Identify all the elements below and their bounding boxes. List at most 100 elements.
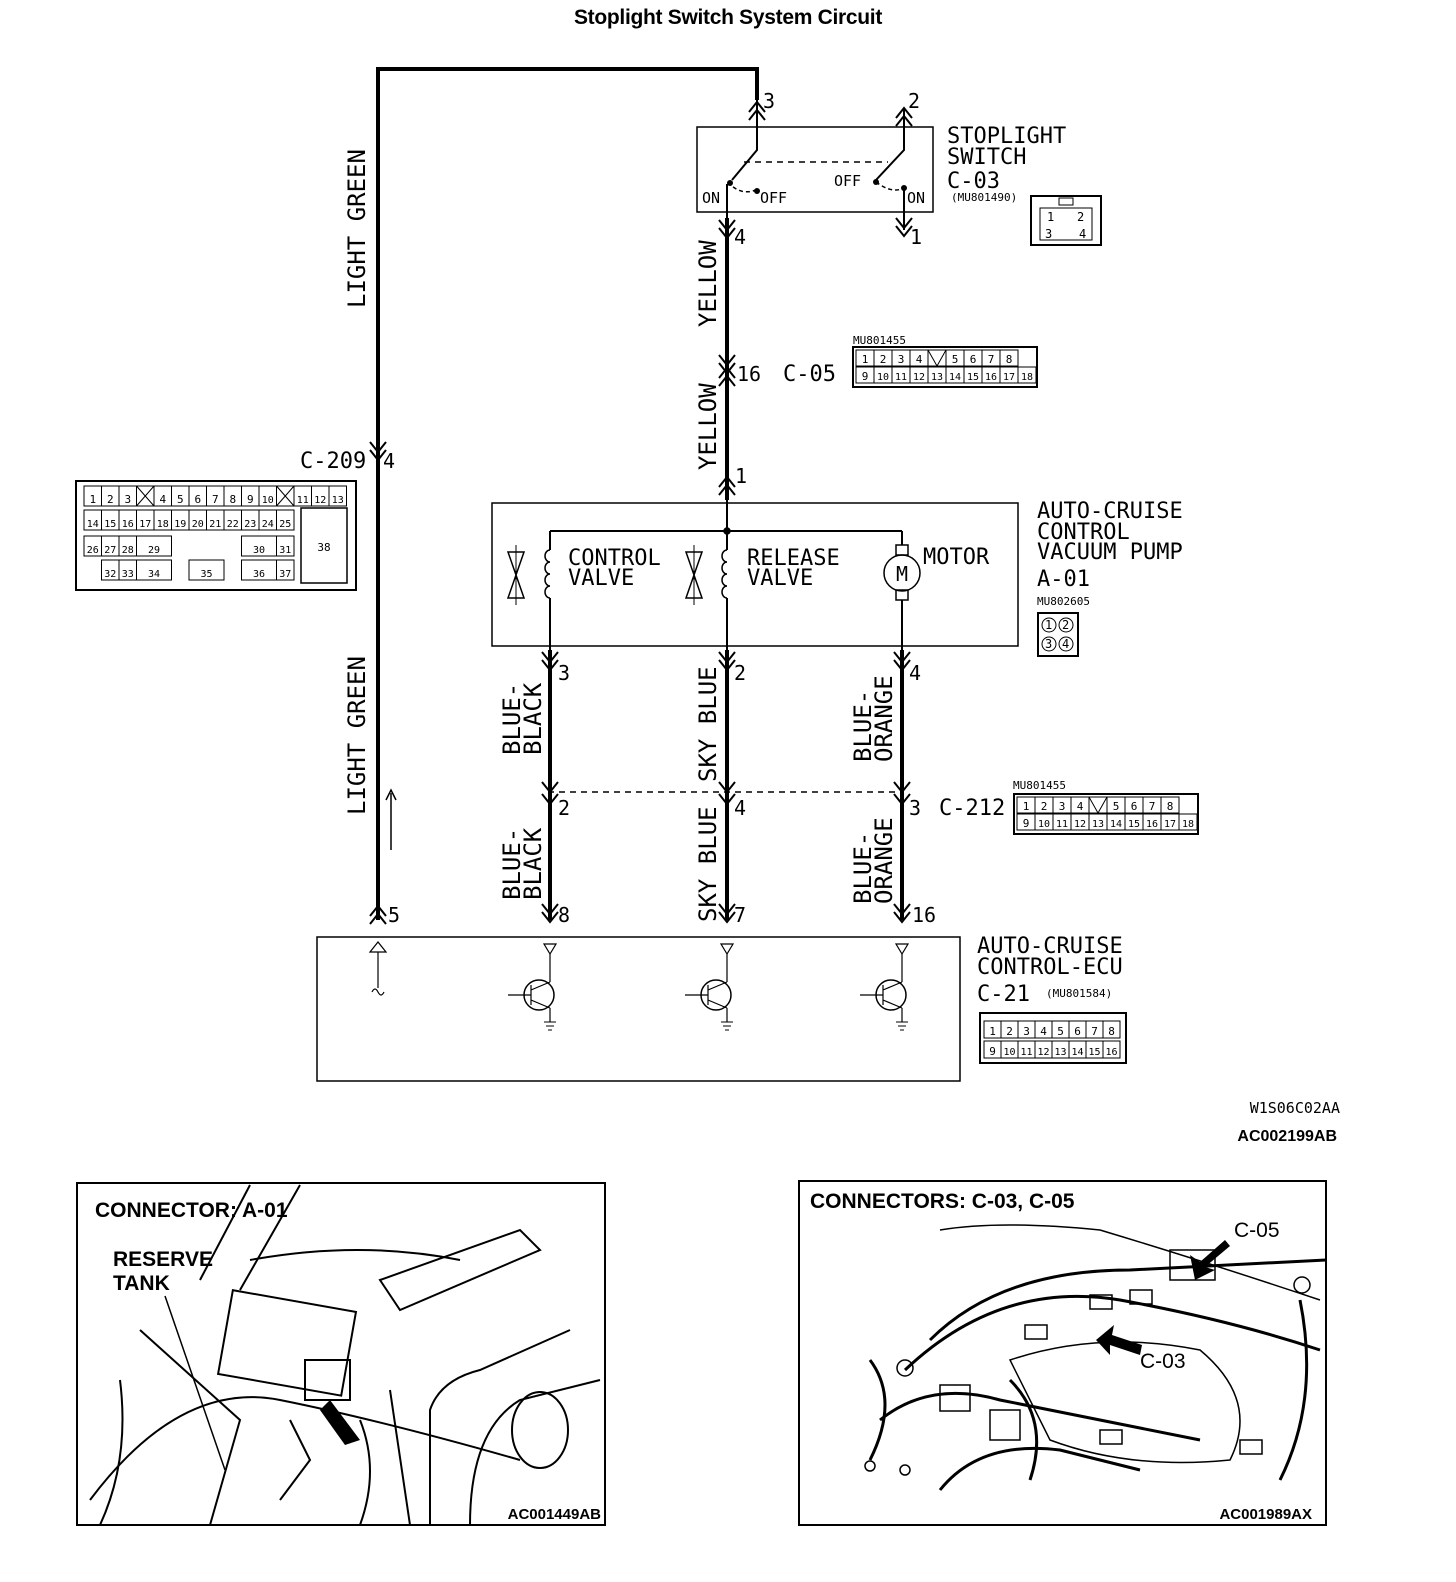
switch-on-left: ON — [702, 189, 720, 207]
c209-id: C-209 — [300, 449, 366, 474]
connector-pin-label: 14 — [1071, 1047, 1083, 1058]
connector-pin-label: 9 — [989, 1045, 996, 1058]
connector-pin-label: 32 — [104, 569, 116, 580]
svg-text:4: 4 — [1062, 637, 1069, 651]
connector-pin-label: 12 — [1037, 1047, 1049, 1058]
switch-pin-3: 3 — [763, 89, 775, 113]
pump-pin-4: 4 — [909, 661, 921, 685]
connector-pin-label: 28 — [122, 545, 134, 556]
connector-pin-label: 4 — [159, 493, 166, 506]
connector-pin-label: 11 — [895, 372, 907, 383]
connector-pin-label: 18 — [157, 519, 169, 530]
ecu-pin-16: 16 — [912, 903, 936, 927]
connector-pin-label: 8 — [1006, 353, 1013, 366]
photo-panel-a01: CONNECTOR: A-01 RESERVE TANK AC001449AB — [76, 1182, 606, 1526]
connector-pin-label: 12 — [1074, 819, 1086, 830]
connector-pin-label: 15 — [967, 372, 979, 383]
connector-pin-label: 19 — [174, 519, 186, 530]
connector-pin-label: 8 — [1108, 1025, 1115, 1038]
connector-pin-label: 10 — [1038, 819, 1050, 830]
switch-id: C-03 — [947, 169, 1000, 194]
connector-pin-label: 18 — [1021, 372, 1033, 383]
release-valve-label-1: RELEASE — [747, 546, 840, 571]
connector-pin-label: 24 — [262, 519, 274, 530]
diagram-code: W1S06C02AA — [1250, 1099, 1340, 1117]
connector-pin-label: 12 — [314, 495, 326, 506]
wire-light-green — [376, 67, 759, 920]
connector-pin-label: 9 — [247, 493, 254, 506]
photo-right-label-c05: C-05 — [1234, 1219, 1280, 1242]
connector-pin-label: 2 — [1041, 800, 1048, 813]
c05-pin: 16 — [737, 362, 761, 386]
connector-pin-label: 4 — [1077, 800, 1084, 813]
connector-pin-label: 2 — [1006, 1025, 1013, 1038]
connector-pin-label: 16 — [122, 519, 134, 530]
connector-pin-label: 17 — [139, 519, 151, 530]
pump-pin-2: 2 — [734, 661, 746, 685]
switch-off-right: OFF — [834, 172, 861, 190]
svg-text:3: 3 — [1045, 227, 1052, 241]
a01-connector-face: 1 2 3 4 — [1037, 612, 1079, 657]
connector-pin-label: 20 — [192, 519, 204, 530]
wire-label-blue-orange-1b: ORANGE — [870, 675, 898, 762]
wire-label-yellow-bottom: YELLOW — [694, 383, 722, 470]
photo-left-title: CONNECTOR: A-01 — [95, 1199, 288, 1222]
pump-part: MU802605 — [1037, 595, 1090, 608]
c03-locator-arrow-icon — [1096, 1325, 1142, 1355]
svg-text:2: 2 — [1077, 210, 1084, 224]
connector-chevrons — [369, 100, 913, 925]
c212-part: MU801455 — [1013, 779, 1066, 792]
switch-on-right: ON — [907, 189, 925, 207]
c212-id: C-212 — [939, 796, 1005, 821]
cruise-ecu — [316, 936, 961, 1082]
pump-name-2: CONTROL — [1037, 520, 1130, 545]
connector-pin-label: 6 — [970, 353, 977, 366]
c05-id: C-05 — [783, 362, 836, 387]
pump-name-1: AUTO-CRUISE — [1037, 499, 1183, 524]
connector-pin-label: 13 — [332, 495, 344, 506]
connector-pin-label: 5 — [1057, 1025, 1064, 1038]
connector-pin-label: 17 — [1164, 819, 1176, 830]
wire-label-blue-black-2b: BLACK — [519, 827, 547, 900]
photo-panel-c03-c05: CONNECTORS: C-03, C-05 C-05 C-03 AC00198… — [798, 1180, 1327, 1526]
c212-pin-2: 2 — [558, 796, 570, 820]
photo-left-label-2: TANK — [113, 1272, 170, 1295]
connector-pin-label: 13 — [1054, 1047, 1066, 1058]
switch-off-left: OFF — [760, 189, 787, 207]
connector-pin-label: 13 — [931, 372, 943, 383]
wire-label-light-green-bottom: LIGHT GREEN — [343, 656, 371, 815]
ecu-name-2: CONTROL-ECU — [977, 955, 1123, 980]
c05-part: MU801455 — [853, 334, 906, 347]
connector-pin-label: 23 — [244, 519, 256, 530]
c212-pin-4: 4 — [734, 796, 746, 820]
connector-pin-label: 35 — [200, 569, 212, 580]
connector-pin-label: 29 — [148, 545, 160, 556]
connector-pin-label: 7 — [1091, 1025, 1098, 1038]
connector-pin-label: 15 — [104, 519, 116, 530]
connector-pin-label: 17 — [1003, 372, 1015, 383]
connector-pin-label: 34 — [148, 569, 160, 580]
connector-pin-label: 38 — [317, 541, 330, 554]
motor-label: MOTOR — [923, 545, 990, 570]
connector-pin-label: 3 — [1023, 1025, 1030, 1038]
photo-right-ref: AC001989AX — [1219, 1506, 1312, 1523]
connector-pin-label: 5 — [1113, 800, 1120, 813]
page-title: Stoplight Switch System Circuit — [573, 6, 883, 29]
switch-pin-2: 2 — [908, 89, 920, 113]
connector-pin-label: 9 — [1023, 817, 1030, 830]
connector-pin-label: 3 — [1059, 800, 1066, 813]
photo-left-ref: AC001449AB — [508, 1506, 602, 1523]
switch-name-2: SWITCH — [947, 145, 1026, 170]
wire-label-yellow-top: YELLOW — [694, 240, 722, 327]
connector-pin-label: 31 — [279, 545, 291, 556]
switch-part: (MU801490) — [951, 191, 1017, 204]
pump-pin-1: 1 — [735, 464, 747, 488]
vacuum-pump — [491, 500, 1019, 650]
connector-pin-label: 22 — [227, 519, 239, 530]
connector-pin-label: 1 — [989, 1025, 996, 1038]
connector-pin-label: 6 — [194, 493, 201, 506]
